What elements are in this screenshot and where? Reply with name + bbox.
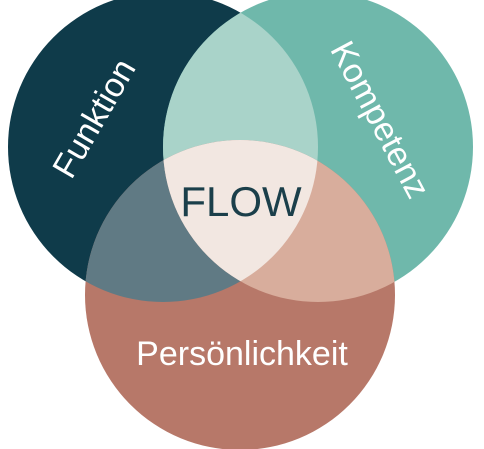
label-flow: FLOW	[180, 178, 302, 225]
label-persoenlichkeit: Persönlichkeit	[136, 335, 348, 373]
